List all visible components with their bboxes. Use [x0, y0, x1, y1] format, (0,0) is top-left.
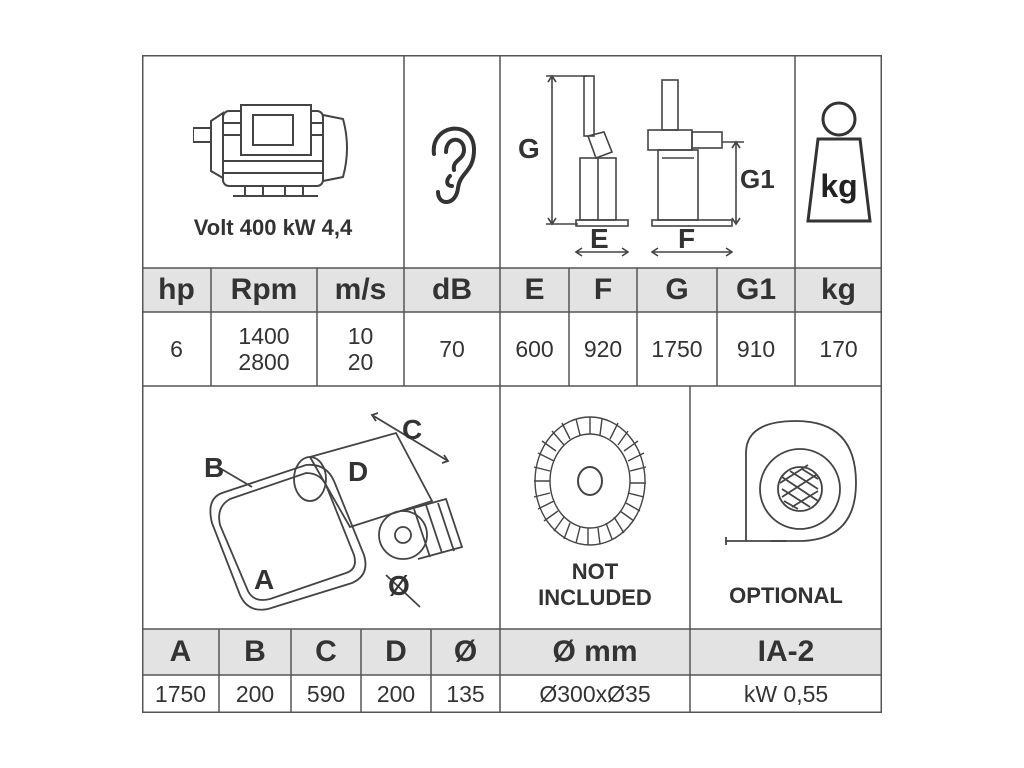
value-e: 600	[515, 335, 554, 362]
belt-label-c: C	[402, 414, 422, 445]
header-a: A	[142, 629, 219, 675]
fan-panel: OPTIONAL	[690, 386, 882, 629]
belt-panel: B A C D Ø	[142, 386, 500, 629]
value-ia2: kW 0,55	[743, 680, 829, 707]
label-e: E	[590, 223, 609, 254]
header-e: E	[500, 268, 569, 312]
value-g: 1750	[651, 335, 703, 362]
value-ms: 10 20	[317, 312, 404, 386]
header-ia2: IA-2	[690, 629, 882, 675]
value-db: 70	[439, 335, 465, 362]
ear-icon	[431, 126, 477, 204]
motor-caption: Volt 400 kW 4,4	[193, 214, 353, 240]
header-dia-mm: Ø mm	[500, 629, 690, 675]
spec-sheet: Volt 400 kW 4,4	[142, 55, 882, 713]
header-f: F	[569, 268, 637, 312]
value-ms-1: 10	[347, 322, 374, 349]
belt-drawing: B A C D Ø	[204, 412, 464, 611]
header-hp: hp	[142, 268, 211, 312]
flap-wheel-icon	[533, 415, 647, 546]
value-c: 590	[306, 680, 346, 707]
value-rpm: 1400 2800	[211, 312, 317, 386]
header-kg: kg	[795, 268, 882, 312]
header-dia: Ø	[431, 629, 500, 675]
motor-panel: Volt 400 kW 4,4	[142, 55, 404, 268]
wheel-caption-line1: NOT	[571, 558, 619, 584]
weight-icon-label: kg	[820, 168, 857, 204]
value-d: 200	[376, 680, 416, 707]
wheel-caption-line2: INCLUDED	[538, 584, 652, 610]
machine-dimensions-drawing: G G1 E F	[518, 74, 775, 257]
value-hp: 6	[170, 335, 183, 362]
header-g1: G1	[717, 268, 795, 312]
label-g: G	[518, 133, 540, 164]
label-f: F	[678, 223, 695, 254]
belt-label-b: B	[204, 452, 224, 483]
motor-icon	[193, 103, 348, 197]
belt-label-dia: Ø	[388, 570, 410, 601]
header-db: dB	[404, 268, 500, 312]
weight-panel: kg	[795, 55, 882, 268]
header-b: B	[219, 629, 291, 675]
value-b: 200	[235, 680, 275, 707]
value-rpm-2: 2800	[238, 349, 290, 375]
value-f: 920	[583, 335, 623, 362]
value-dia: 135	[446, 680, 485, 707]
header-c: C	[291, 629, 361, 675]
header-rpm: Rpm	[211, 268, 317, 312]
label-g1: G1	[740, 164, 775, 194]
header-ms: m/s	[317, 268, 404, 312]
dimensions-panel: G G1 E F	[500, 55, 795, 268]
fan-caption: OPTIONAL	[729, 582, 843, 608]
wheel-panel: NOT INCLUDED	[500, 386, 690, 629]
extractor-fan-icon	[725, 419, 857, 545]
value-rpm-1: 1400	[238, 322, 290, 349]
value-kg: 170	[819, 335, 858, 362]
belt-label-a: A	[254, 564, 274, 595]
value-a: 1750	[154, 680, 207, 707]
header-d: D	[361, 629, 431, 675]
header-g: G	[637, 268, 717, 312]
belt-label-d: D	[348, 456, 368, 487]
ear-panel	[404, 55, 500, 268]
value-dia-mm: Ø300xØ35	[539, 680, 651, 707]
value-ms-2: 20	[347, 349, 374, 375]
weight-icon: kg	[805, 101, 872, 222]
value-g1: 910	[736, 335, 776, 362]
